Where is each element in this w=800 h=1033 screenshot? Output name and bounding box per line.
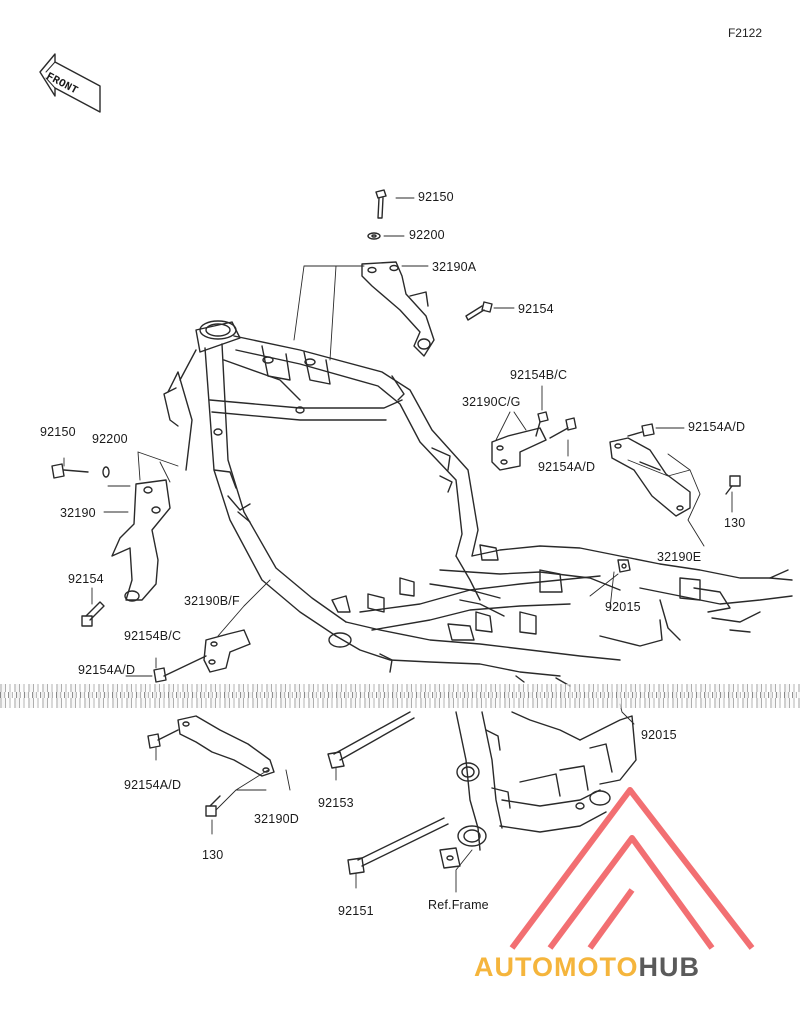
label-92154-left: 92154 [68, 572, 104, 586]
watermark-part2: HUB [638, 952, 701, 982]
front-arrow-icon [39, 53, 101, 113]
label-32190D: 32190D [254, 812, 299, 826]
watermark-logo-icon [509, 787, 755, 950]
frame-lower-mounts [439, 711, 637, 869]
label-32190-left: 32190 [60, 506, 96, 520]
label-130-lower: 130 [202, 848, 224, 862]
bolt-92154AD-mid [549, 417, 577, 439]
label-130-right: 130 [724, 516, 746, 530]
bracket-32190A [361, 261, 435, 357]
frame-rear-section [639, 563, 793, 641]
bracket-32190BF [203, 629, 251, 673]
label-92150-top: 92150 [418, 190, 454, 204]
bracket-32190CG [491, 427, 547, 471]
bolt-92150-left [51, 463, 89, 479]
label-32190E: 32190E [657, 550, 702, 564]
ref-frame-label: Ref.Frame [428, 898, 489, 912]
bolt-130-lower [205, 795, 221, 817]
watermark-part1: AUTOMOTO [474, 952, 639, 982]
label-92153: 92153 [318, 796, 354, 810]
watermark-text: AUTOMOTOHUB [474, 952, 700, 983]
bracket-32190-left [111, 479, 171, 602]
frame-main-loop [163, 320, 479, 637]
bolt-130-right [725, 475, 741, 495]
label-92154BC-left: 92154B/C [124, 629, 182, 643]
bolt-92150-top [375, 189, 387, 219]
label-92154BC-mid: 92154B/C [510, 368, 568, 382]
label-92200-left: 92200 [92, 432, 128, 446]
label-92154AD-left: 92154A/D [78, 663, 136, 677]
label-32190BF: 32190B/F [184, 594, 240, 608]
washer-92200-left [102, 466, 110, 478]
bolt-92154-top [465, 301, 493, 321]
label-92200-top: 92200 [409, 228, 445, 242]
label-32190A: 32190A [432, 260, 477, 274]
bracket-32190D [177, 715, 275, 777]
label-92154AD-lower: 92154A/D [124, 778, 182, 792]
frame-cradle [328, 544, 663, 687]
bolt-92151 [347, 817, 449, 875]
bolt-92154AD-right [627, 423, 655, 437]
scan-artifact-line [0, 692, 800, 698]
bolt-92154AD-lower [147, 729, 179, 749]
label-92154AD-right: 92154A/D [688, 420, 746, 434]
label-92015-upper: 92015 [605, 600, 641, 614]
label-92151: 92151 [338, 904, 374, 918]
label-92154AD-mid: 92154A/D [538, 460, 596, 474]
bracket-32190E [609, 437, 691, 517]
nut-92015-upper [617, 559, 631, 573]
bolt-92154BC-mid [535, 411, 549, 437]
bolt-92154BC-left [153, 655, 207, 683]
figure-code: F2122 [727, 26, 762, 40]
bolt-92154-left [81, 601, 105, 627]
label-92154-top: 92154 [518, 302, 554, 316]
label-92150-left: 92150 [40, 425, 76, 439]
washer-92200-top [367, 232, 381, 240]
label-32190CG: 32190C/G [462, 395, 521, 409]
label-92015-lower: 92015 [641, 728, 677, 742]
bolt-92153 [327, 711, 415, 769]
